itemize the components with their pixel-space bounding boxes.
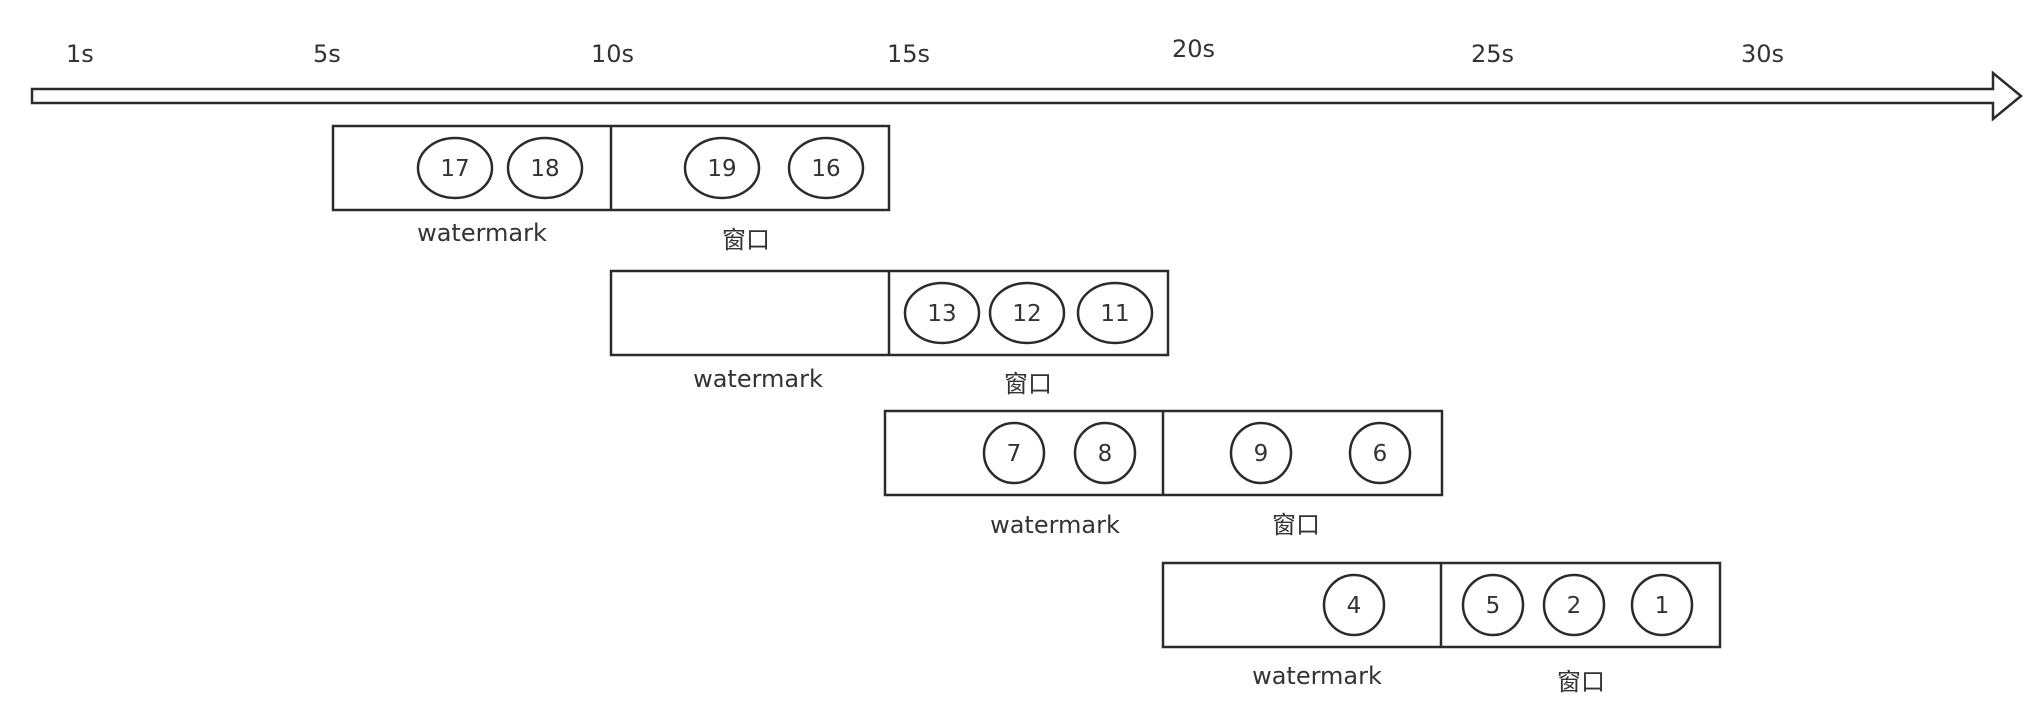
event-circle: 18	[506, 136, 584, 200]
tick-label: 10s	[591, 40, 634, 68]
svg-text:2: 2	[1567, 593, 1582, 619]
event-circle: 4	[1322, 573, 1386, 637]
svg-text:18: 18	[530, 156, 559, 182]
window-row-4: 4 5 2 1 watermark 窗口	[1161, 561, 1722, 696]
timeline-ticks: 1s 5s 10s 15s 20s 25s 30s	[66, 35, 1784, 68]
watermark-label: watermark	[693, 365, 823, 393]
tick-label: 1s	[66, 40, 94, 68]
svg-text:7: 7	[1007, 441, 1022, 467]
svg-text:12: 12	[1012, 301, 1041, 327]
svg-text:19: 19	[707, 156, 736, 182]
event-circle: 9	[1229, 421, 1293, 485]
svg-text:13: 13	[927, 301, 956, 327]
watermark-label: watermark	[1252, 662, 1382, 690]
svg-text:6: 6	[1373, 441, 1388, 467]
window-label: 窗口	[722, 226, 770, 254]
window-row-2: 13 12 11 watermark 窗口	[609, 269, 1170, 398]
window-label: 窗口	[1004, 370, 1052, 398]
event-circle: 16	[787, 136, 865, 200]
event-circle: 11	[1076, 281, 1154, 345]
watermark-label: watermark	[417, 219, 547, 247]
svg-text:8: 8	[1098, 441, 1113, 467]
event-circle: 2	[1542, 573, 1606, 637]
tick-label: 30s	[1741, 40, 1784, 68]
event-circle: 19	[683, 136, 761, 200]
window-row-1: 17 18 19 16 watermark 窗口	[331, 124, 891, 254]
event-circle: 1	[1630, 573, 1694, 637]
event-circle: 12	[988, 281, 1066, 345]
svg-text:1: 1	[1655, 593, 1670, 619]
event-circle: 13	[903, 281, 981, 345]
window-label: 窗口	[1272, 511, 1320, 539]
event-circle: 7	[982, 421, 1046, 485]
event-circle: 6	[1348, 421, 1412, 485]
svg-text:17: 17	[440, 156, 469, 182]
tick-label: 15s	[887, 40, 930, 68]
event-circle: 17	[416, 136, 494, 200]
tick-label: 25s	[1471, 40, 1514, 68]
svg-text:5: 5	[1486, 593, 1501, 619]
tick-label: 20s	[1172, 35, 1215, 63]
svg-text:11: 11	[1100, 301, 1129, 327]
tick-label: 5s	[313, 40, 341, 68]
svg-text:4: 4	[1347, 593, 1362, 619]
event-circle: 5	[1461, 573, 1525, 637]
event-circle: 8	[1073, 421, 1137, 485]
window-label: 窗口	[1557, 668, 1605, 696]
watermark-label: watermark	[990, 511, 1120, 539]
timeline-arrow	[30, 70, 2023, 122]
window-row-3: 7 8 9 6 watermark 窗口	[883, 409, 1444, 539]
svg-text:9: 9	[1254, 441, 1269, 467]
svg-text:16: 16	[811, 156, 840, 182]
